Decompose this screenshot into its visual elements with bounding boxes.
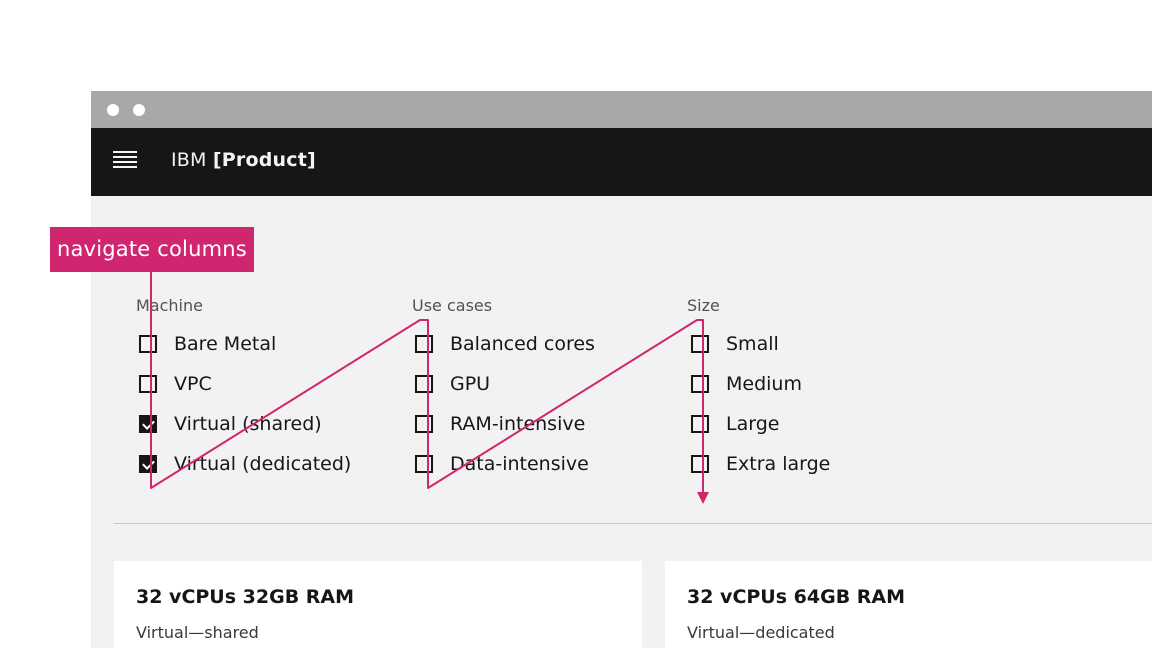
checkbox-label: Extra large <box>726 453 831 475</box>
checkbox-checked-icon[interactable] <box>139 415 157 433</box>
section-divider <box>114 523 1152 524</box>
checkbox-label: Small <box>726 333 779 355</box>
checkbox-icon[interactable] <box>139 375 157 393</box>
checkbox-ram-intensive[interactable]: RAM-intensive <box>415 411 585 437</box>
app-header: IBM [Product] <box>91 128 1152 196</box>
result-card[interactable]: 32 vCPUs 64GB RAM Virtual—dedicated <box>665 561 1152 648</box>
column-heading-machine: Machine <box>136 296 203 315</box>
checkbox-icon[interactable] <box>415 415 433 433</box>
checkbox-vpc[interactable]: VPC <box>139 371 212 397</box>
checkbox-checked-icon[interactable] <box>139 455 157 473</box>
checkbox-label: Virtual (dedicated) <box>174 453 352 475</box>
result-card-subtitle: Virtual—dedicated <box>687 623 835 642</box>
checkbox-label: VPC <box>174 373 212 395</box>
checkbox-icon[interactable] <box>691 455 709 473</box>
column-heading-size: Size <box>687 296 720 315</box>
checkbox-icon[interactable] <box>691 335 709 353</box>
checkbox-balanced-cores[interactable]: Balanced cores <box>415 331 595 357</box>
checkbox-icon[interactable] <box>415 335 433 353</box>
annotation-label: navigate columns <box>50 227 254 272</box>
brand-product: [Product] <box>212 149 316 171</box>
checkbox-label: Large <box>726 413 780 435</box>
result-card-subtitle: Virtual—shared <box>136 623 259 642</box>
checkbox-label: Bare Metal <box>174 333 277 355</box>
hamburger-menu-icon[interactable] <box>113 151 137 171</box>
window-dot-icon <box>107 104 119 116</box>
checkbox-label: Balanced cores <box>450 333 595 355</box>
checkbox-large[interactable]: Large <box>691 411 779 437</box>
result-card[interactable]: 32 vCPUs 32GB RAM Virtual—shared <box>114 561 642 648</box>
checkbox-virtual-dedicated[interactable]: Virtual (dedicated) <box>139 451 351 477</box>
checkbox-label: Medium <box>726 373 802 395</box>
result-card-title: 32 vCPUs 64GB RAM <box>687 586 906 608</box>
checkbox-icon[interactable] <box>139 335 157 353</box>
checkbox-medium[interactable]: Medium <box>691 371 802 397</box>
checkbox-icon[interactable] <box>415 375 433 393</box>
checkbox-gpu[interactable]: GPU <box>415 371 490 397</box>
column-heading-use-cases: Use cases <box>412 296 493 315</box>
window-dot-icon <box>133 104 145 116</box>
app-window: IBM [Product] Machine Bare Metal VPC Vir… <box>91 91 1152 648</box>
checkbox-icon[interactable] <box>415 455 433 473</box>
product-name[interactable]: IBM [Product] <box>171 149 316 171</box>
checkbox-label: RAM-intensive <box>450 413 586 435</box>
checkbox-label: GPU <box>450 373 491 395</box>
checkbox-icon[interactable] <box>691 375 709 393</box>
checkbox-data-intensive[interactable]: Data-intensive <box>415 451 589 477</box>
checkbox-bare-metal[interactable]: Bare Metal <box>139 331 276 357</box>
window-titlebar <box>91 91 1152 128</box>
checkbox-icon[interactable] <box>691 415 709 433</box>
checkbox-small[interactable]: Small <box>691 331 779 357</box>
checkbox-label: Virtual (shared) <box>174 413 322 435</box>
brand-prefix: IBM <box>171 149 207 171</box>
result-card-title: 32 vCPUs 32GB RAM <box>136 586 355 608</box>
checkbox-label: Data-intensive <box>450 453 589 475</box>
checkbox-extra-large[interactable]: Extra large <box>691 451 830 477</box>
checkbox-virtual-shared[interactable]: Virtual (shared) <box>139 411 322 437</box>
